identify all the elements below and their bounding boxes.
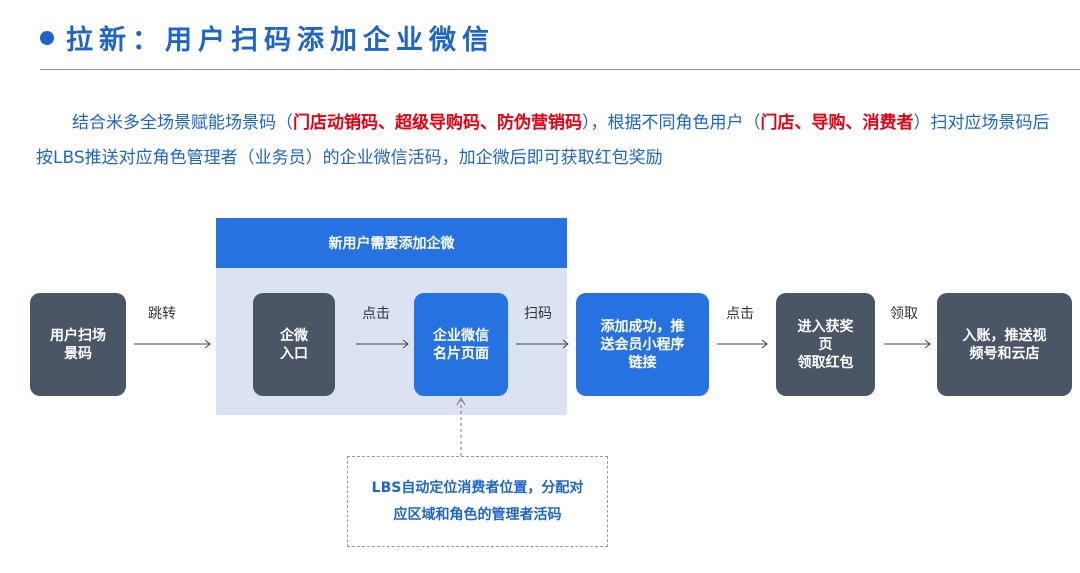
description-highlight-roles: 门店、导购、消费者	[760, 113, 914, 133]
page-title: 拉新：用户扫码添加企业微信	[66, 25, 495, 56]
node-add-success: 添加成功，推 送会员小程序 链接	[576, 293, 709, 396]
node-prize-page: 进入获奖 页 领取红包	[776, 293, 875, 396]
node-wecom-card-page: 企业微信 名片页面	[414, 293, 508, 396]
description-highlight-codes: 门店动销码、超级导购码、防伪营销码	[293, 113, 582, 133]
lbs-note-line-2: 应区域和角色的管理者活码	[393, 506, 562, 523]
edge-label-scan: 扫码	[524, 306, 552, 322]
edge-label-jump: 跳转	[148, 306, 176, 322]
description-text-2: ），根据不同角色用户（	[582, 113, 761, 133]
lbs-note-line-1: LBS自动定位消费者位置，分配对	[371, 479, 584, 496]
edge-label-click-2: 点击	[726, 306, 754, 322]
edge-label-receive: 领取	[890, 306, 918, 322]
title-divider	[40, 69, 1080, 70]
lbs-note-box: LBS自动定位消费者位置，分配对 应区域和角色的管理者活码	[347, 456, 608, 547]
node-account-push: 入账，推送视 频号和云店	[937, 293, 1072, 396]
edge-label-click-1: 点击	[362, 306, 390, 322]
node-user-scan: 用户扫场 景码	[30, 293, 126, 396]
node-wecom-entry: 企微 入口	[253, 293, 335, 396]
description-text-1: 结合米多全场景赋能场景码（	[72, 113, 293, 133]
description-paragraph: 结合米多全场景赋能场景码（门店动销码、超级导购码、防伪营销码），根据不同角色用户…	[36, 106, 1066, 176]
description-text-3: ）扫对应场景码后按LBS推送对应角色管理者（业务员）的企业微信活码，加企微后即可…	[36, 113, 1050, 168]
group-header: 新用户需要添加企微	[216, 218, 567, 268]
title-bullet-icon	[40, 31, 54, 45]
